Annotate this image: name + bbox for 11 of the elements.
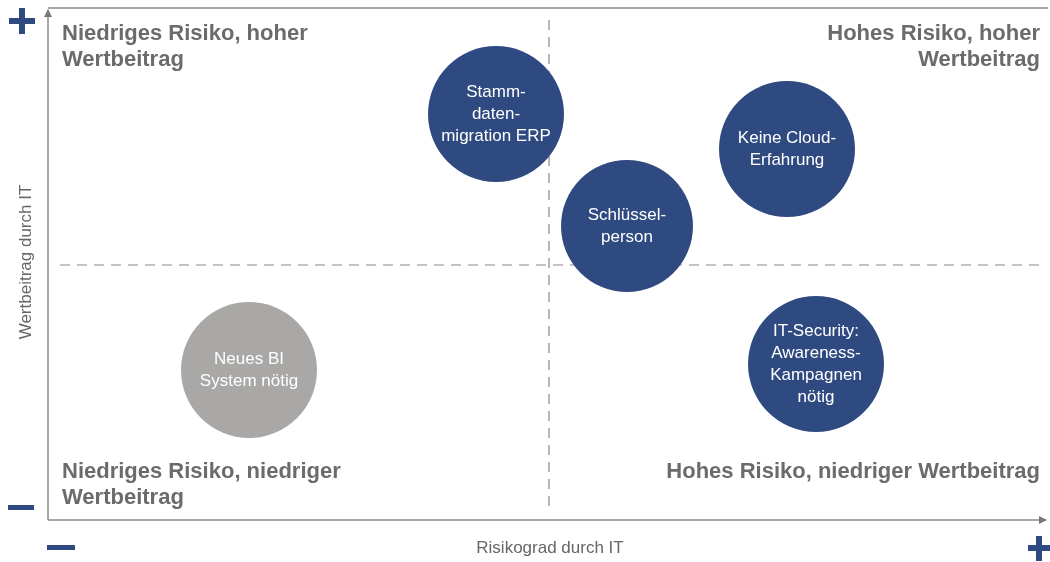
quadrant-label: Hohes Risiko, hoher Wertbeitrag: [826, 20, 1040, 72]
axis-label: Wertbeitrag durch IT: [16, 183, 36, 342]
quadrant-label: Hohes Risiko, niedriger Wertbeitrag: [665, 458, 1040, 484]
bubble-text: Schlüssel- person: [586, 204, 668, 248]
quadrant-label: Niedriges Risiko, niedriger Wertbeitrag: [62, 458, 342, 510]
bubble-text: Stamm- daten- migration ERP: [441, 81, 551, 147]
bubble-text: IT-Security: Awareness- Kampagnen nötig: [769, 320, 863, 408]
quadrant-label: Niedriges Risiko, hoher Wertbeitrag: [62, 20, 309, 72]
bubble-text: Neues BI System nötig: [198, 348, 300, 392]
axis-label: Risikograd durch IT: [475, 538, 625, 558]
bubble-text: Keine Cloud- Erfahrung: [737, 127, 837, 171]
